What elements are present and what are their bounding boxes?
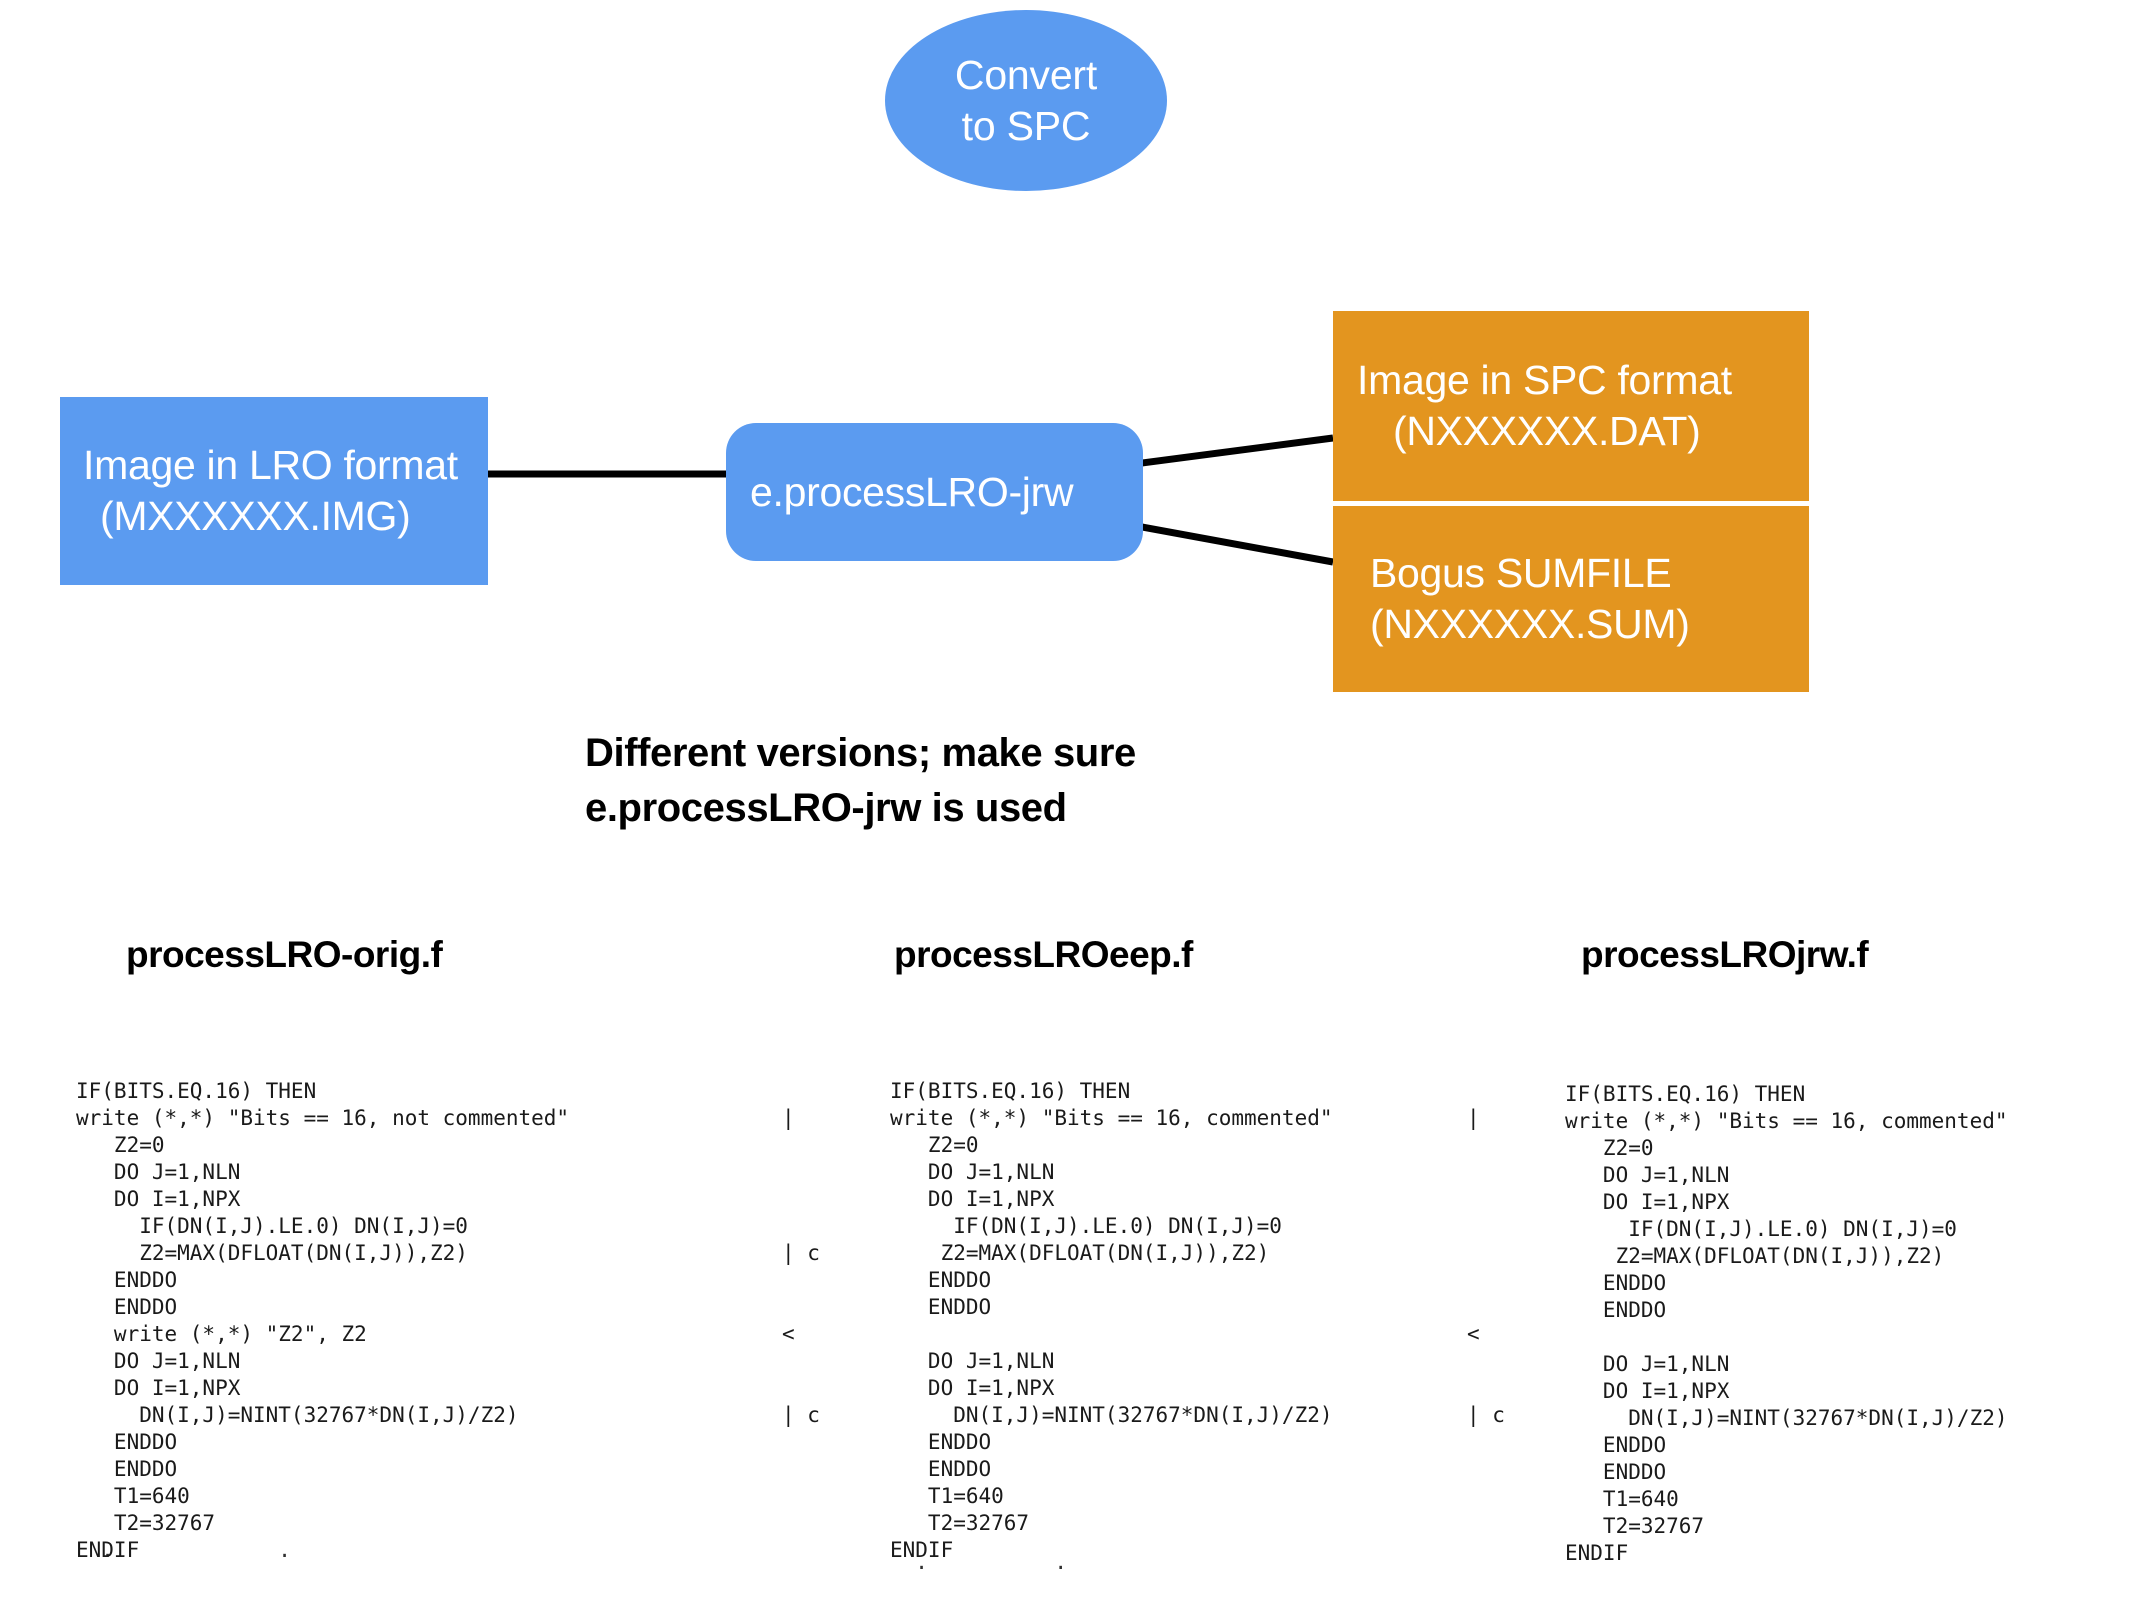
node-image-lro-format[interactable]: Image in LRO format (MXXXXXX.IMG) xyxy=(60,397,488,585)
connector-process-to-dat xyxy=(1141,434,1334,467)
code-block-processlroeep: IF(BITS.EQ.16) THEN write (*,*) "Bits ==… xyxy=(890,1079,1333,1562)
node-sum-line2: (NXXXXXX.SUM) xyxy=(1370,601,1690,647)
column-header-processlroeep: processLROeep.f xyxy=(894,934,1193,975)
code-block-processlrojrw: IF(BITS.EQ.16) THEN write (*,*) "Bits ==… xyxy=(1565,1082,2008,1565)
column-header-processlro-orig: processLRO-orig.f xyxy=(126,934,443,975)
node-process-lro-jrw[interactable]: e.processLRO-jrw xyxy=(726,423,1143,561)
code-block-processlro-orig: IF(BITS.EQ.16) THEN write (*,*) "Bits ==… xyxy=(76,1079,570,1562)
connector-process-to-sum xyxy=(1141,523,1334,566)
node-process-label: e.processLRO-jrw xyxy=(750,468,1074,515)
node-spc-line1: Image in SPC format xyxy=(1357,357,1732,404)
node-bogus-sumfile[interactable]: Bogus SUMFILE (NXXXXXX.SUM) xyxy=(1333,506,1809,692)
node-sum-line1: Bogus SUMFILE xyxy=(1370,550,1672,597)
diff-markers-column-2: | < | c xyxy=(1467,1106,1505,1427)
clipped-trailing-line-column-1: . . xyxy=(76,1538,291,1562)
node-spc-line2: (NXXXXXX.DAT) xyxy=(1393,408,1701,454)
caption-line2: e.processLRO-jrw is used xyxy=(585,786,1067,831)
node-image-spc-format[interactable]: Image in SPC format (NXXXXXX.DAT) xyxy=(1333,311,1809,501)
diff-markers-column-1: | | c < | c xyxy=(782,1106,820,1427)
caption-line1: Different versions; make sure xyxy=(585,731,1136,775)
clipped-trailing-line-column-2: . . xyxy=(890,1550,1068,1574)
node-lro-line1: Image in LRO format xyxy=(83,442,458,489)
caption-note: Different versions; make sure e.processL… xyxy=(585,726,1385,836)
column-header-processlrojrw: processLROjrw.f xyxy=(1581,934,1869,975)
node-convert-line2: to SPC xyxy=(961,102,1091,149)
node-convert-to-spc[interactable]: Convert to SPC xyxy=(885,10,1167,191)
node-convert-line1: Convert xyxy=(954,51,1098,98)
node-lro-line2: (MXXXXXX.IMG) xyxy=(100,493,411,539)
